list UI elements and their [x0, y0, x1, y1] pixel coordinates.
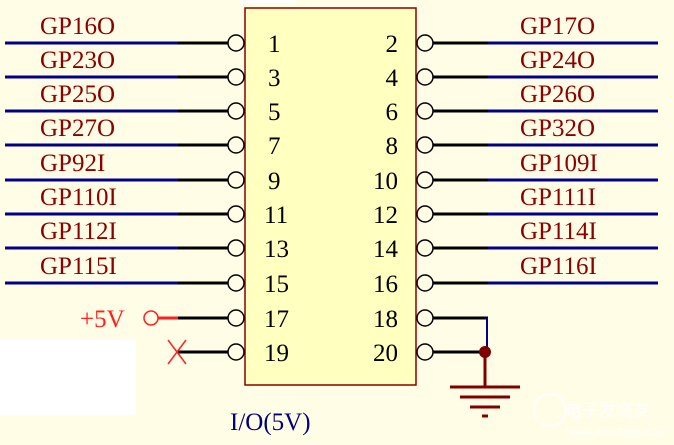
signal-label: GP16O: [40, 13, 115, 40]
pin-number: 1: [268, 31, 281, 58]
pin-number: 13: [264, 236, 289, 263]
pin-right-8: GP32O 8: [386, 115, 658, 160]
pin-number: 11: [264, 202, 288, 229]
pin-terminal-icon: [227, 343, 245, 361]
signal-label: GP116I: [520, 253, 597, 280]
pin-left-5: GP25O 5: [5, 81, 281, 126]
connector-body: [244, 7, 417, 386]
pin-terminal-icon: [416, 343, 434, 361]
pin-right-12: GP111I 12: [373, 184, 658, 229]
pin-terminal-icon: [416, 274, 434, 292]
signal-label: GP114I: [520, 218, 597, 245]
pin-number: 14: [373, 236, 399, 263]
signal-label: GP24O: [520, 47, 595, 74]
ground-symbol-icon: [450, 352, 520, 418]
pin-terminal-icon: [416, 239, 434, 257]
pin-number: 9: [268, 168, 281, 195]
pin-number: 15: [264, 271, 289, 298]
pin-right-18: 18: [373, 306, 488, 333]
pin-terminal-icon: [227, 171, 245, 189]
pin-right-10: GP109I 10: [373, 150, 658, 195]
signal-label: GP17O: [520, 13, 595, 40]
power-label: +5V: [80, 306, 125, 333]
pin-terminal-icon: [227, 34, 245, 52]
pin-number: 7: [268, 133, 281, 160]
pin-left-9: GP92I 9: [5, 150, 281, 195]
no-connect-icon: [167, 339, 187, 365]
watermark-text: 电子发烧友: [565, 401, 650, 421]
pin-terminal-icon: [227, 102, 245, 120]
signal-label: GP25O: [40, 81, 115, 108]
pin-right-2: GP17O 2: [386, 13, 658, 58]
pin-terminal-icon: [227, 205, 245, 223]
signal-label: GP112I: [40, 218, 117, 245]
signal-label: GP110I: [40, 184, 117, 211]
pin-left-17: 17: [178, 306, 289, 333]
signal-label: GP27O: [40, 115, 115, 142]
signal-label: GP92I: [40, 150, 105, 177]
pin-terminal-icon: [416, 34, 434, 52]
pin-number: 8: [386, 133, 399, 160]
pin-terminal-icon: [227, 136, 245, 154]
pin-number: 16: [373, 271, 398, 298]
signal-label: GP26O: [520, 81, 595, 108]
pin-right-4: GP24O 4: [386, 47, 658, 92]
signal-label: GP32O: [520, 115, 595, 142]
pin-number: 12: [373, 202, 398, 229]
watermark: 电子发烧友 www.elecfans.com: [533, 393, 668, 438]
power-terminal-icon: [143, 310, 159, 326]
signal-label: GP111I: [520, 184, 596, 211]
pin-terminal-icon: [416, 171, 434, 189]
pin-right-6: GP26O 6: [386, 81, 658, 126]
pin-number: 2: [386, 31, 399, 58]
pin-right-20: 20: [373, 340, 488, 367]
pin-number: 19: [264, 340, 289, 367]
pin-number: 18: [373, 306, 398, 333]
signal-label: GP23O: [40, 47, 115, 74]
pin-left-7: GP27O 7: [5, 115, 281, 160]
pin-left-19: 19: [178, 340, 289, 367]
pin-terminal-icon: [227, 239, 245, 257]
pin-terminal-icon: [416, 309, 434, 327]
pin-right-14: GP114I 14: [373, 218, 658, 263]
pin-left-11: GP110I 11: [5, 184, 288, 229]
pin-right-16: GP116I 16: [373, 253, 658, 298]
pin-left-3: GP23O 3: [5, 47, 281, 92]
pin-number: 10: [373, 168, 398, 195]
pin-terminal-icon: [227, 68, 245, 86]
pin-number: 4: [386, 65, 399, 92]
signal-label: GP109I: [520, 150, 598, 177]
pin-left-1: GP16O 1: [5, 13, 281, 58]
pin-terminal-icon: [416, 205, 434, 223]
watermark-url: www.elecfans.com: [566, 425, 668, 438]
signal-label: GP115I: [40, 253, 117, 280]
white-patch-left: [0, 340, 136, 415]
pin-left-15: GP115I 15: [5, 253, 289, 298]
pin-number: 17: [264, 306, 289, 333]
pin-terminal-icon: [416, 136, 434, 154]
pin-terminal-icon: [416, 68, 434, 86]
pin-terminal-icon: [416, 102, 434, 120]
pin-number: 6: [386, 99, 399, 126]
pin-terminal-icon: [227, 274, 245, 292]
connector-title: I/O(5V): [230, 409, 311, 436]
white-patch-top: [240, 0, 296, 3]
pin-number: 3: [268, 65, 281, 92]
pin-number: 5: [268, 99, 281, 126]
pin-left-13: GP112I 13: [5, 218, 289, 263]
pin-number: 20: [373, 340, 398, 367]
pin-terminal-icon: [227, 309, 245, 327]
